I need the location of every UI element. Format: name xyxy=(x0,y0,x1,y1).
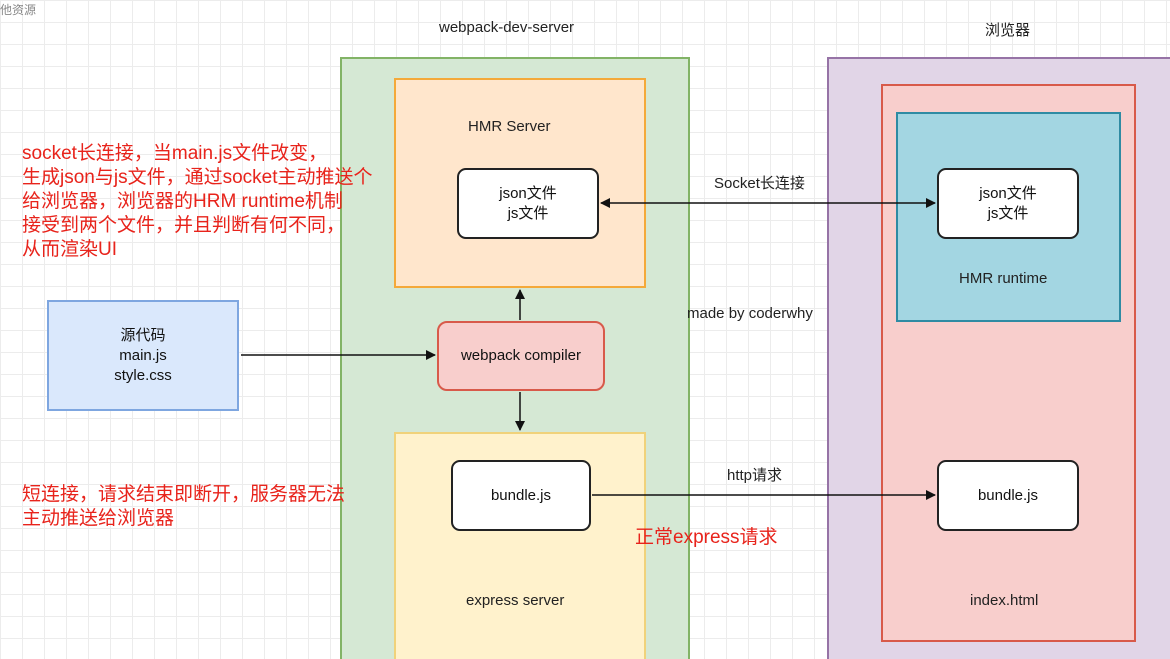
express-request-note: 正常express请求 xyxy=(635,527,778,548)
server-bundle-label: bundle.js xyxy=(490,486,552,504)
socket-connection-label: Socket长连接 xyxy=(714,175,805,192)
hmr-server-box: HMR Server xyxy=(394,78,646,288)
short-connection-note-line-2: 主动推送给浏览器 xyxy=(22,508,175,529)
http-request-label: http请求 xyxy=(727,467,783,484)
short-connection-note: 短连接，请求结束即断开，服务器无法 主动推送给浏览器 xyxy=(22,483,345,531)
webpack-compiler-label: webpack compiler xyxy=(460,347,582,364)
socket-note: socket长连接，当main.js文件改变， 生成json与js文件，通过so… xyxy=(22,142,373,262)
socket-note-line-4: 接受到两个文件，并且判断有何不同， xyxy=(22,215,346,236)
source-code-box: 源代码 main.js style.css xyxy=(47,300,239,411)
server-json-js-files: json文件 js文件 xyxy=(457,168,599,239)
server-bundle-box: bundle.js xyxy=(451,460,591,531)
runtime-json-file-label: json文件 xyxy=(979,184,1037,202)
server-json-file-label: json文件 xyxy=(499,184,557,202)
webpack-compiler-box: webpack compiler xyxy=(437,321,605,391)
browser-title: 浏览器 xyxy=(985,22,1031,39)
socket-note-line-1: socket长连接，当main.js文件改变， xyxy=(22,143,328,164)
server-js-file-label: js文件 xyxy=(507,204,549,222)
express-server-label: express server xyxy=(466,592,565,609)
browser-bundle-box: bundle.js xyxy=(937,460,1079,531)
source-main-js: main.js xyxy=(119,346,167,364)
short-connection-note-line-1: 短连接，请求结束即断开，服务器无法 xyxy=(22,484,346,505)
socket-note-line-2: 生成json与js文件，通过socket主动推送个 xyxy=(22,167,373,188)
runtime-json-js-files: json文件 js文件 xyxy=(937,168,1079,239)
hmr-runtime-label: HMR runtime xyxy=(959,270,1048,287)
socket-note-line-3: 给浏览器，浏览器的HRM runtime机制 xyxy=(22,191,343,212)
hmr-server-label: HMR Server xyxy=(468,118,551,135)
browser-bundle-label: bundle.js xyxy=(977,486,1039,504)
socket-note-line-5: 从而渲染UI xyxy=(22,239,118,260)
webpack-dev-server-title: webpack-dev-server xyxy=(439,19,575,36)
source-style-css: style.css xyxy=(114,366,172,384)
runtime-js-file-label: js文件 xyxy=(987,204,1029,222)
credit-label: made by coderwhy xyxy=(687,305,813,322)
source-code-title: 源代码 xyxy=(120,326,166,344)
watermark-text: 他资源 xyxy=(0,3,37,17)
index-html-label: index.html xyxy=(970,592,1039,609)
